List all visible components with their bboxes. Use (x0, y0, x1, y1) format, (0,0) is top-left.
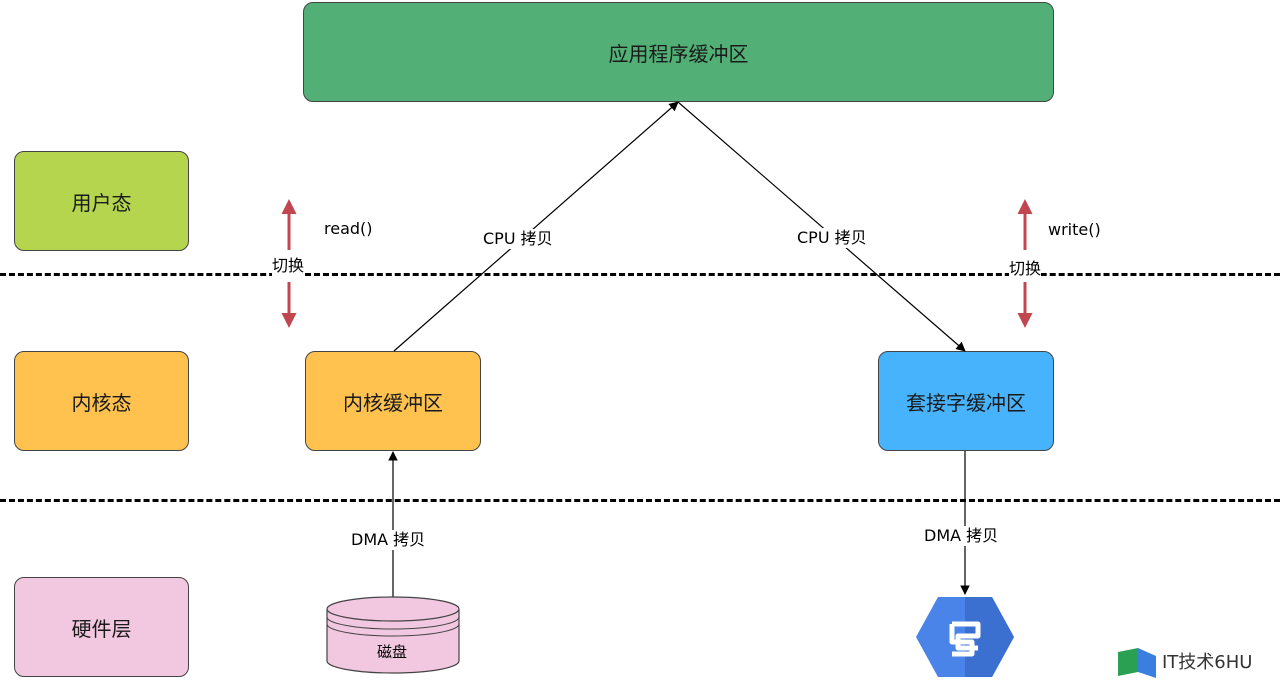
socket-buffer-label: 套接字缓冲区 (906, 390, 1026, 415)
kernel-buffer-box: 内核缓冲区 (305, 351, 481, 451)
user-mode-label: 用户态 (71, 190, 132, 215)
watermark-logo-icon (1118, 648, 1156, 678)
cpu-copy-right-label: CPU 拷贝 (797, 228, 867, 248)
kernel-buffer-label: 内核缓冲区 (343, 390, 443, 415)
application-buffer-box: 应用程序缓冲区 (303, 2, 1054, 102)
hardware-layer-label: 硬件层 (71, 616, 132, 641)
user-mode-box: 用户态 (14, 151, 189, 251)
kernel-hardware-divider (0, 499, 1280, 502)
cpu-copy-left-label: CPU 拷贝 (483, 229, 553, 249)
application-buffer-label: 应用程序缓冲区 (608, 41, 749, 66)
socket-buffer-box: 套接字缓冲区 (878, 351, 1054, 451)
write-call-label: write() (1048, 220, 1101, 239)
dma-copy-left-label: DMA 拷贝 (351, 530, 426, 550)
dma-copy-right-label: DMA 拷贝 (924, 526, 999, 546)
disk-label: 磁盘 (377, 643, 408, 661)
kernel-mode-label: 内核态 (71, 390, 132, 415)
cpu-copy-left-arrow (393, 101, 679, 352)
cpu-copy-right-arrow (677, 101, 966, 352)
watermark: IT技术6HU (1162, 648, 1252, 674)
network-card-icon (916, 597, 1014, 677)
kernel-mode-box: 内核态 (14, 351, 189, 451)
disk-icon (326, 596, 460, 674)
switch-left-label: 切换 (272, 256, 305, 276)
hardware-layer-box: 硬件层 (14, 577, 189, 677)
watermark-text: IT技术6HU (1162, 652, 1253, 673)
user-kernel-divider (0, 273, 1280, 276)
switch-right-label: 切换 (1009, 259, 1042, 279)
read-call-label: read() (324, 219, 373, 238)
